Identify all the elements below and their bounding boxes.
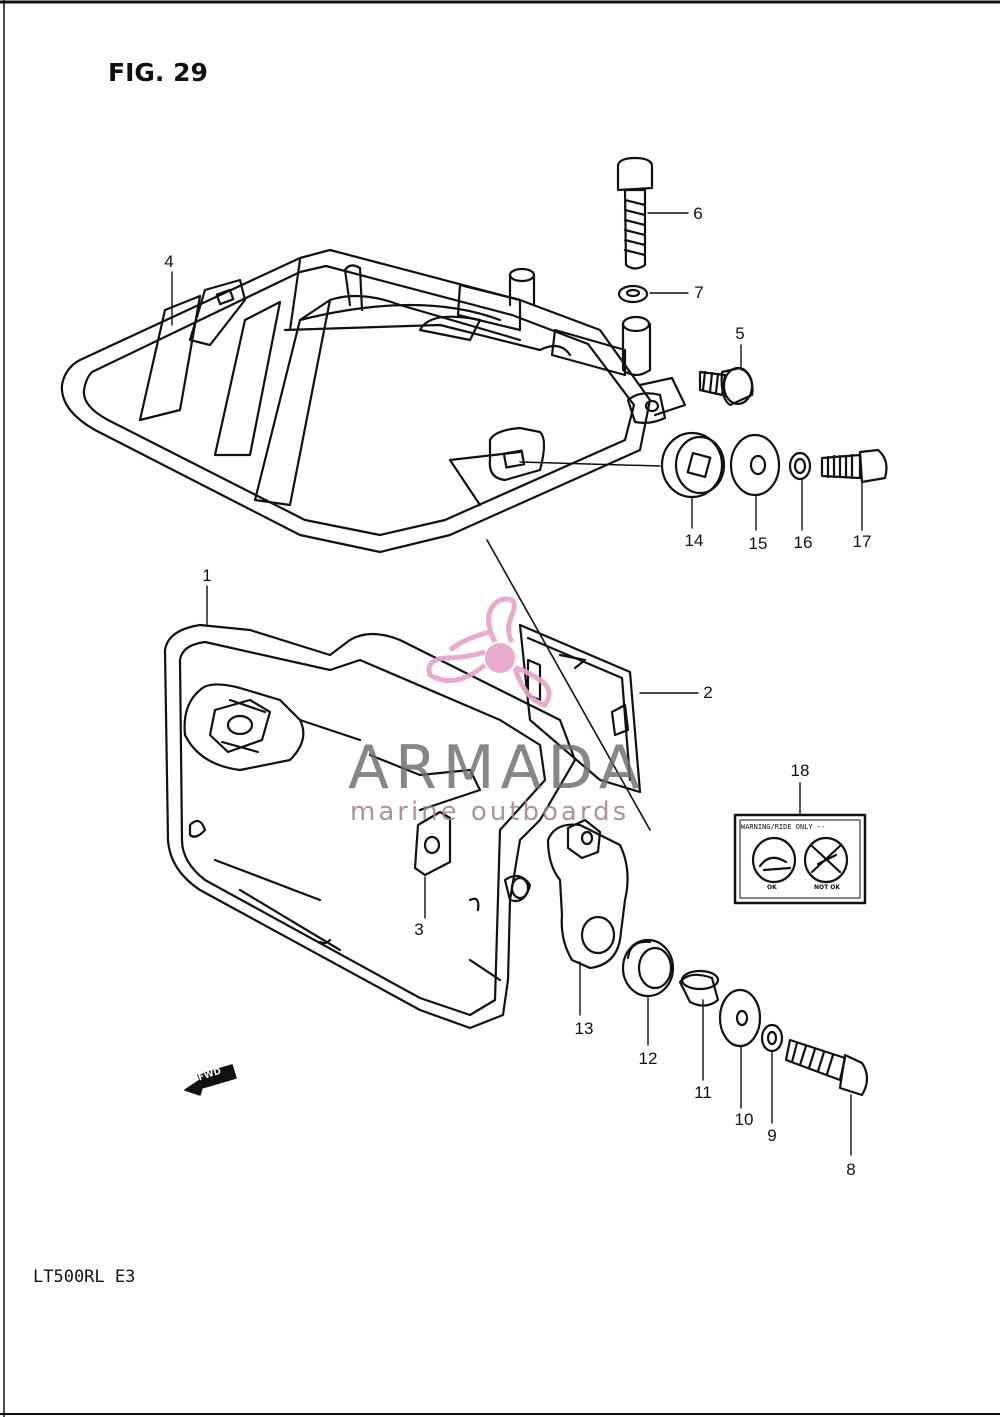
callout-3: 3 (414, 920, 424, 939)
callout-6: 6 (693, 204, 703, 223)
bolt-part-8 (784, 1038, 869, 1097)
callout-7: 7 (694, 283, 704, 302)
bracket-part-3 (413, 810, 452, 877)
callout-17: 17 (852, 532, 872, 551)
front-box-part-1 (163, 623, 577, 1030)
lock-washer-part-9 (760, 1023, 784, 1053)
leader-to-14 (519, 461, 661, 467)
washer-part-10 (718, 988, 762, 1048)
model-code: LT500RL E3 (33, 1267, 136, 1287)
callout-15: 15 (748, 534, 768, 553)
callout-12: 12 (638, 1049, 658, 1068)
warning-label-part-18 (733, 813, 867, 905)
grommet-part-14 (660, 431, 726, 499)
callout-13: 13 (574, 1019, 594, 1038)
bolt-part-5 (698, 366, 754, 407)
callout-10: 10 (734, 1110, 754, 1129)
grommet-part-12 (621, 938, 675, 998)
callout-5: 5 (735, 324, 745, 343)
propeller-icon (426, 596, 552, 708)
watermark-tagline: marine outboards (350, 797, 630, 827)
stay-bracket-part-13 (546, 818, 629, 970)
bolt-part-6 (616, 156, 654, 270)
washer-part-15 (729, 433, 781, 497)
washer-part-7 (617, 284, 649, 304)
callout-9: 9 (767, 1126, 777, 1145)
warning-label-not-ok: NOT OK (814, 884, 841, 891)
side-plate-part-2 (518, 623, 642, 794)
rack-frame-part-4 (60, 248, 687, 554)
callout-1: 1 (202, 566, 212, 585)
callout-18: 18 (790, 761, 810, 780)
warning-label-ok: OK (767, 884, 777, 891)
leader-diagonal (486, 539, 651, 831)
callout-16: 16 (793, 533, 813, 552)
warning-label-header: WARNING/RIDE ONLY -- (741, 823, 826, 831)
callout-14: 14 (684, 531, 704, 550)
callout-leaders (171, 212, 863, 1156)
callout-2: 2 (703, 683, 713, 702)
forward-arrow-icon (184, 1064, 237, 1096)
lock-washer-part-16 (788, 451, 812, 481)
callout-11: 11 (694, 1083, 712, 1102)
bolt-part-17 (820, 448, 888, 484)
callout-4: 4 (164, 252, 174, 271)
watermark-brand: ARMADA (348, 733, 646, 803)
figure-title: FIG. 29 (108, 58, 208, 87)
collar-part-11 (678, 969, 720, 1007)
callout-8: 8 (846, 1160, 856, 1179)
